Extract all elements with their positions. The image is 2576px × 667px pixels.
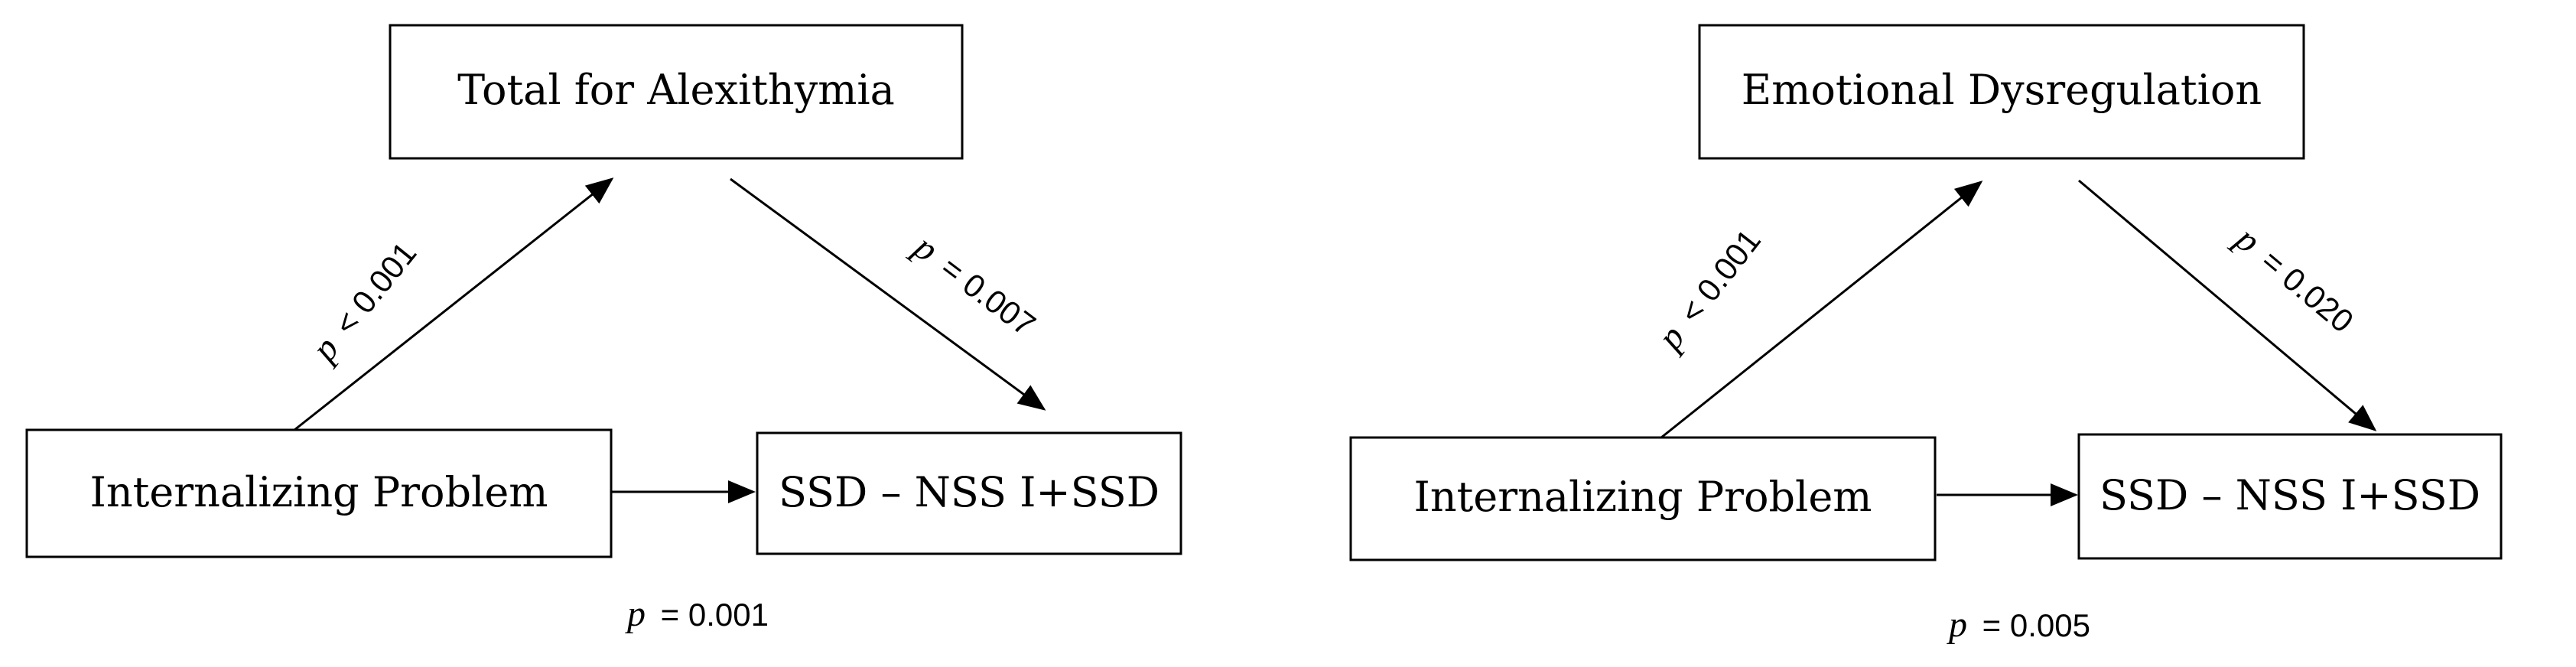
path-b-arrow — [730, 177, 1046, 411]
mediator-box: Emotional Dysregulation — [1698, 24, 2305, 160]
predictor-label: Internalizing Problem — [90, 468, 548, 516]
mediator-label: Emotional Dysregulation — [1742, 66, 2262, 114]
mediator-label: Total for Alexithymia — [457, 66, 895, 114]
path-b-arrow — [2078, 179, 2377, 431]
path-a-arrow — [294, 177, 614, 431]
predictor-box: Internalizing Problem — [1349, 436, 1937, 561]
path-b-label: p = 0.007 — [905, 226, 1044, 344]
path-a-label: p < 0.001 — [1648, 220, 1768, 359]
outcome-box: SSD – NSS I+SSD — [756, 431, 1182, 555]
path-c-label: p = 0.005 — [1947, 604, 2090, 645]
outcome-label: SSD – NSS I+SSD — [779, 468, 1160, 516]
outcome-box: SSD – NSS I+SSD — [2077, 433, 2503, 560]
predictor-box: Internalizing Problem — [25, 428, 613, 558]
path-c-label: p = 0.001 — [625, 594, 769, 634]
mediator-box: Total for Alexithymia — [389, 24, 964, 160]
path-a-arrow — [1660, 181, 1983, 439]
mediation-diagram-emotional-dysregulation: Emotional Dysregulation Internalizing Pr… — [1349, 24, 2503, 645]
mediation-diagram-alexithymia: Total for Alexithymia Internalizing Prob… — [25, 24, 1182, 634]
outcome-label: SSD – NSS I+SSD — [2100, 471, 2480, 519]
path-a-label: p < 0.001 — [302, 233, 424, 370]
predictor-label: Internalizing Problem — [1414, 473, 1872, 521]
